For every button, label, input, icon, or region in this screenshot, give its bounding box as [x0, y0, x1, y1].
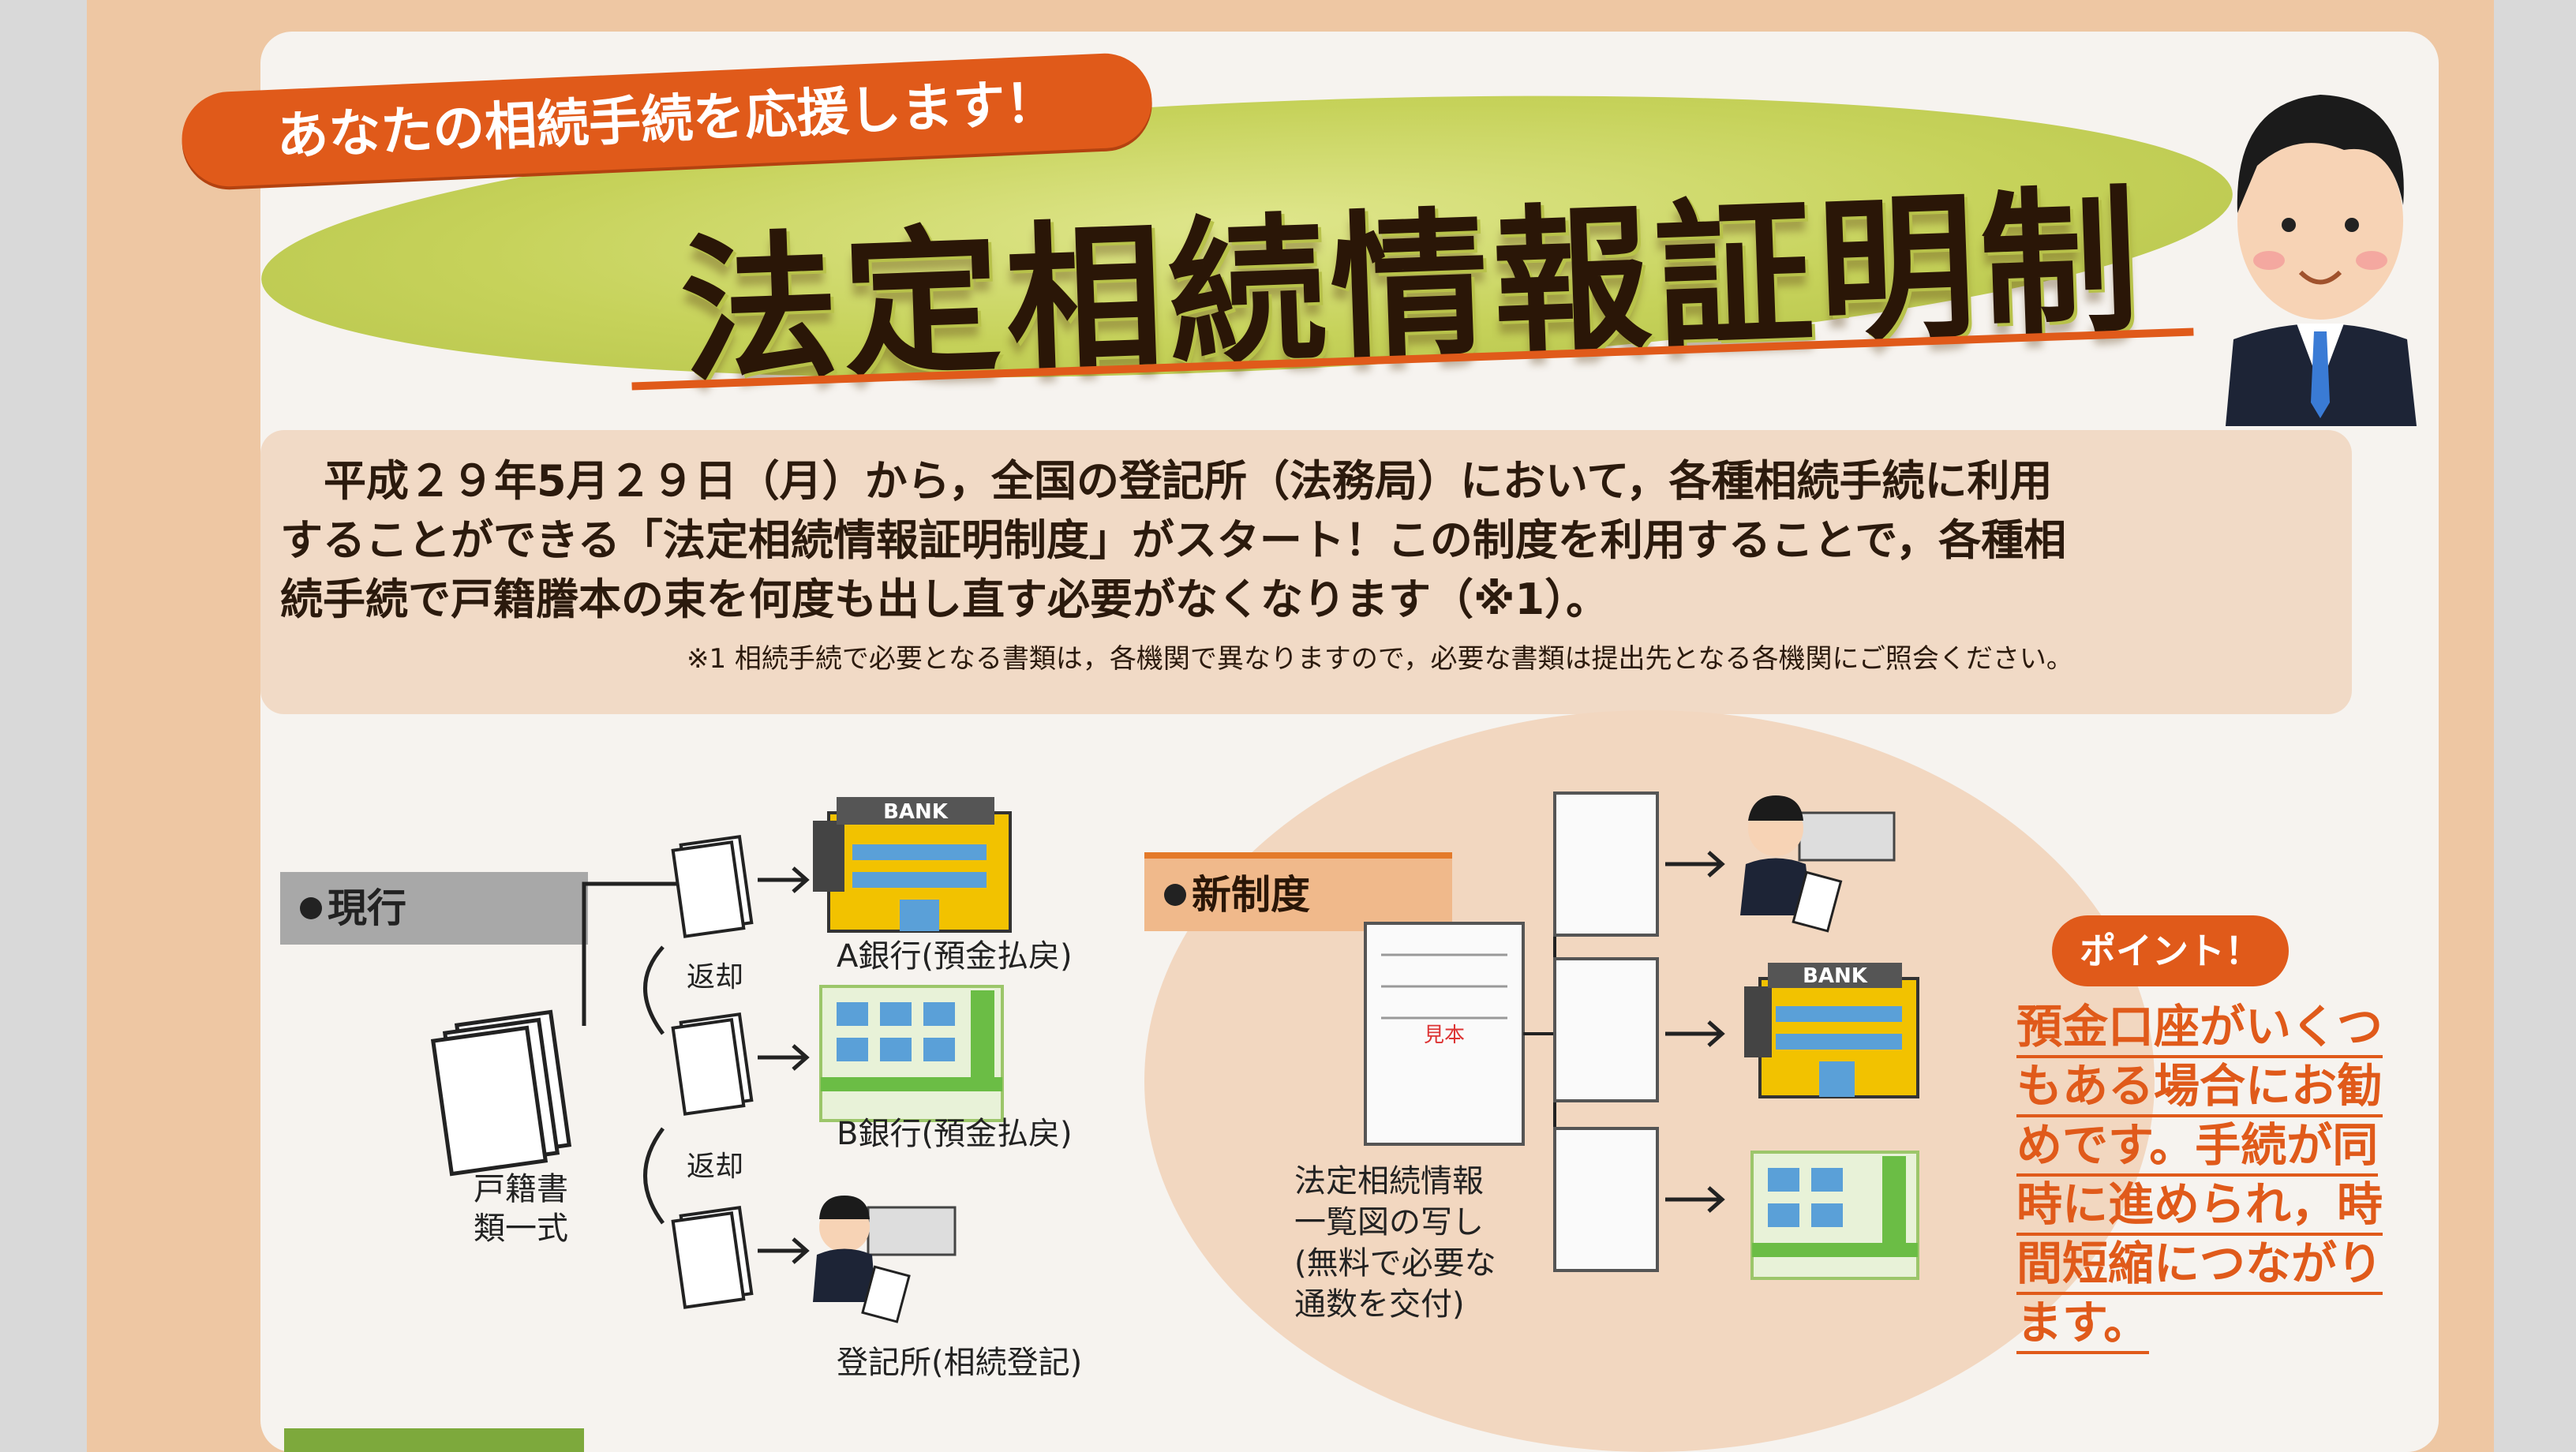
documents-label-1: 戸籍書	[474, 1171, 568, 1207]
businessman-illustration	[2226, 95, 2417, 426]
cheek-right	[2356, 251, 2387, 270]
bank-b-label: B銀行(預金払戻)	[837, 1116, 1073, 1152]
intro-line-3: 続手続で戸籍謄本の束を何度も出し直す必要がなくなります（※1）。	[280, 574, 1609, 624]
document-stack-icon	[430, 1009, 572, 1177]
new-system-diagram: 見本 BANK 法定相続情報 一覧図の写し	[1294, 791, 1919, 1323]
caption-line-3: (無料で必要な	[1294, 1245, 1496, 1282]
document-icon-2	[671, 1012, 754, 1116]
new-system-label: 新制度	[1192, 872, 1310, 918]
bank-a-icon: BANK	[813, 797, 1012, 933]
caption-line-4: 通数を交付)	[1294, 1286, 1465, 1323]
tie-icon	[2311, 331, 2330, 418]
caption-line-1: 法定相続情報	[1294, 1163, 1484, 1199]
arrow-right-icon	[1665, 1186, 1725, 1213]
bullet-icon	[1164, 884, 1186, 906]
cheek-left	[2253, 251, 2285, 270]
return-arrow-1	[643, 945, 665, 1035]
smile	[2298, 270, 2342, 285]
arrow-right-icon	[758, 1237, 810, 1264]
arrow-right-icon	[1665, 1020, 1725, 1047]
registry-office-icon	[813, 1196, 957, 1323]
bank-sign-text: BANK	[1803, 964, 1868, 988]
current-system-label: 現行	[328, 885, 406, 931]
documents-label-2: 類一式	[474, 1211, 568, 1247]
current-system-diagram: BANK 返却 返却 A銀行(預金払戻) B銀行(預金払戻) 登記所(相続登記)…	[430, 797, 1082, 1381]
certificate-copy-3	[1553, 1127, 1659, 1272]
bank-sign-text: BANK	[883, 800, 949, 824]
return-label-2: 返却	[687, 1151, 743, 1183]
current-system-tab: 現行	[280, 872, 588, 945]
eye-right	[2345, 218, 2359, 232]
point-line-1: 預金口座がいくつ	[2016, 998, 2383, 1058]
intro-line-1: 平成２９年5月２９日（月）から，全国の登記所（法務局）において，各種相続手続に利…	[324, 456, 2053, 506]
intro-note: ※1 相続手続で必要となる書類は，各機関で異なりますので，必要な書類は提出先とな…	[687, 643, 2073, 675]
certificate-document-icon: 見本	[1364, 922, 1525, 1146]
arrow-right-icon	[758, 1044, 810, 1071]
intro-line-2: することができる「法定相続情報証明制度」がスタート！この制度を利用することで，各…	[280, 515, 2067, 565]
bank-b-icon	[819, 985, 1004, 1122]
document-icon-3	[671, 1205, 754, 1309]
registry-office-icon	[1740, 795, 1896, 933]
hair	[2237, 95, 2404, 213]
document-icon-1	[671, 834, 754, 938]
return-arrow-2	[643, 1127, 665, 1225]
face	[2237, 122, 2403, 320]
bank-icon: BANK	[1744, 963, 1919, 1098]
point-badge: ポイント！	[2052, 915, 2289, 986]
new-system-tab: 新制度	[1144, 852, 1452, 931]
arrow-right-icon	[1665, 851, 1725, 878]
point-line-3: めです。手続が同	[2016, 1117, 2379, 1177]
arrow-right-icon	[758, 866, 810, 893]
point-line-4: 時に進められ，時	[2016, 1176, 2383, 1236]
certificate-copy-1	[1553, 791, 1659, 937]
next-section-edge	[284, 1428, 584, 1452]
bank-a-label: A銀行(預金払戻)	[837, 938, 1073, 975]
sample-stamp-text: 見本	[1424, 1024, 1465, 1047]
point-line-2: もある場合にお勧	[2016, 1057, 2383, 1117]
intro-box: 平成２９年5月２９日（月）から，全国の登記所（法務局）において，各種相続手続に利…	[260, 430, 2352, 714]
eye-left	[2282, 218, 2296, 232]
bullet-icon	[300, 897, 322, 919]
bank-b-icon	[1750, 1151, 1919, 1280]
return-label-1: 返却	[687, 961, 743, 994]
caption-line-2: 一覧図の写し	[1294, 1204, 1484, 1241]
point-line-6: ます。	[2016, 1294, 2150, 1354]
registry-label: 登記所(相続登記)	[837, 1345, 1082, 1381]
connector-line	[582, 881, 679, 1026]
certificate-copy-2	[1553, 957, 1659, 1102]
point-line-5: 間短縮につながり	[2016, 1235, 2383, 1295]
